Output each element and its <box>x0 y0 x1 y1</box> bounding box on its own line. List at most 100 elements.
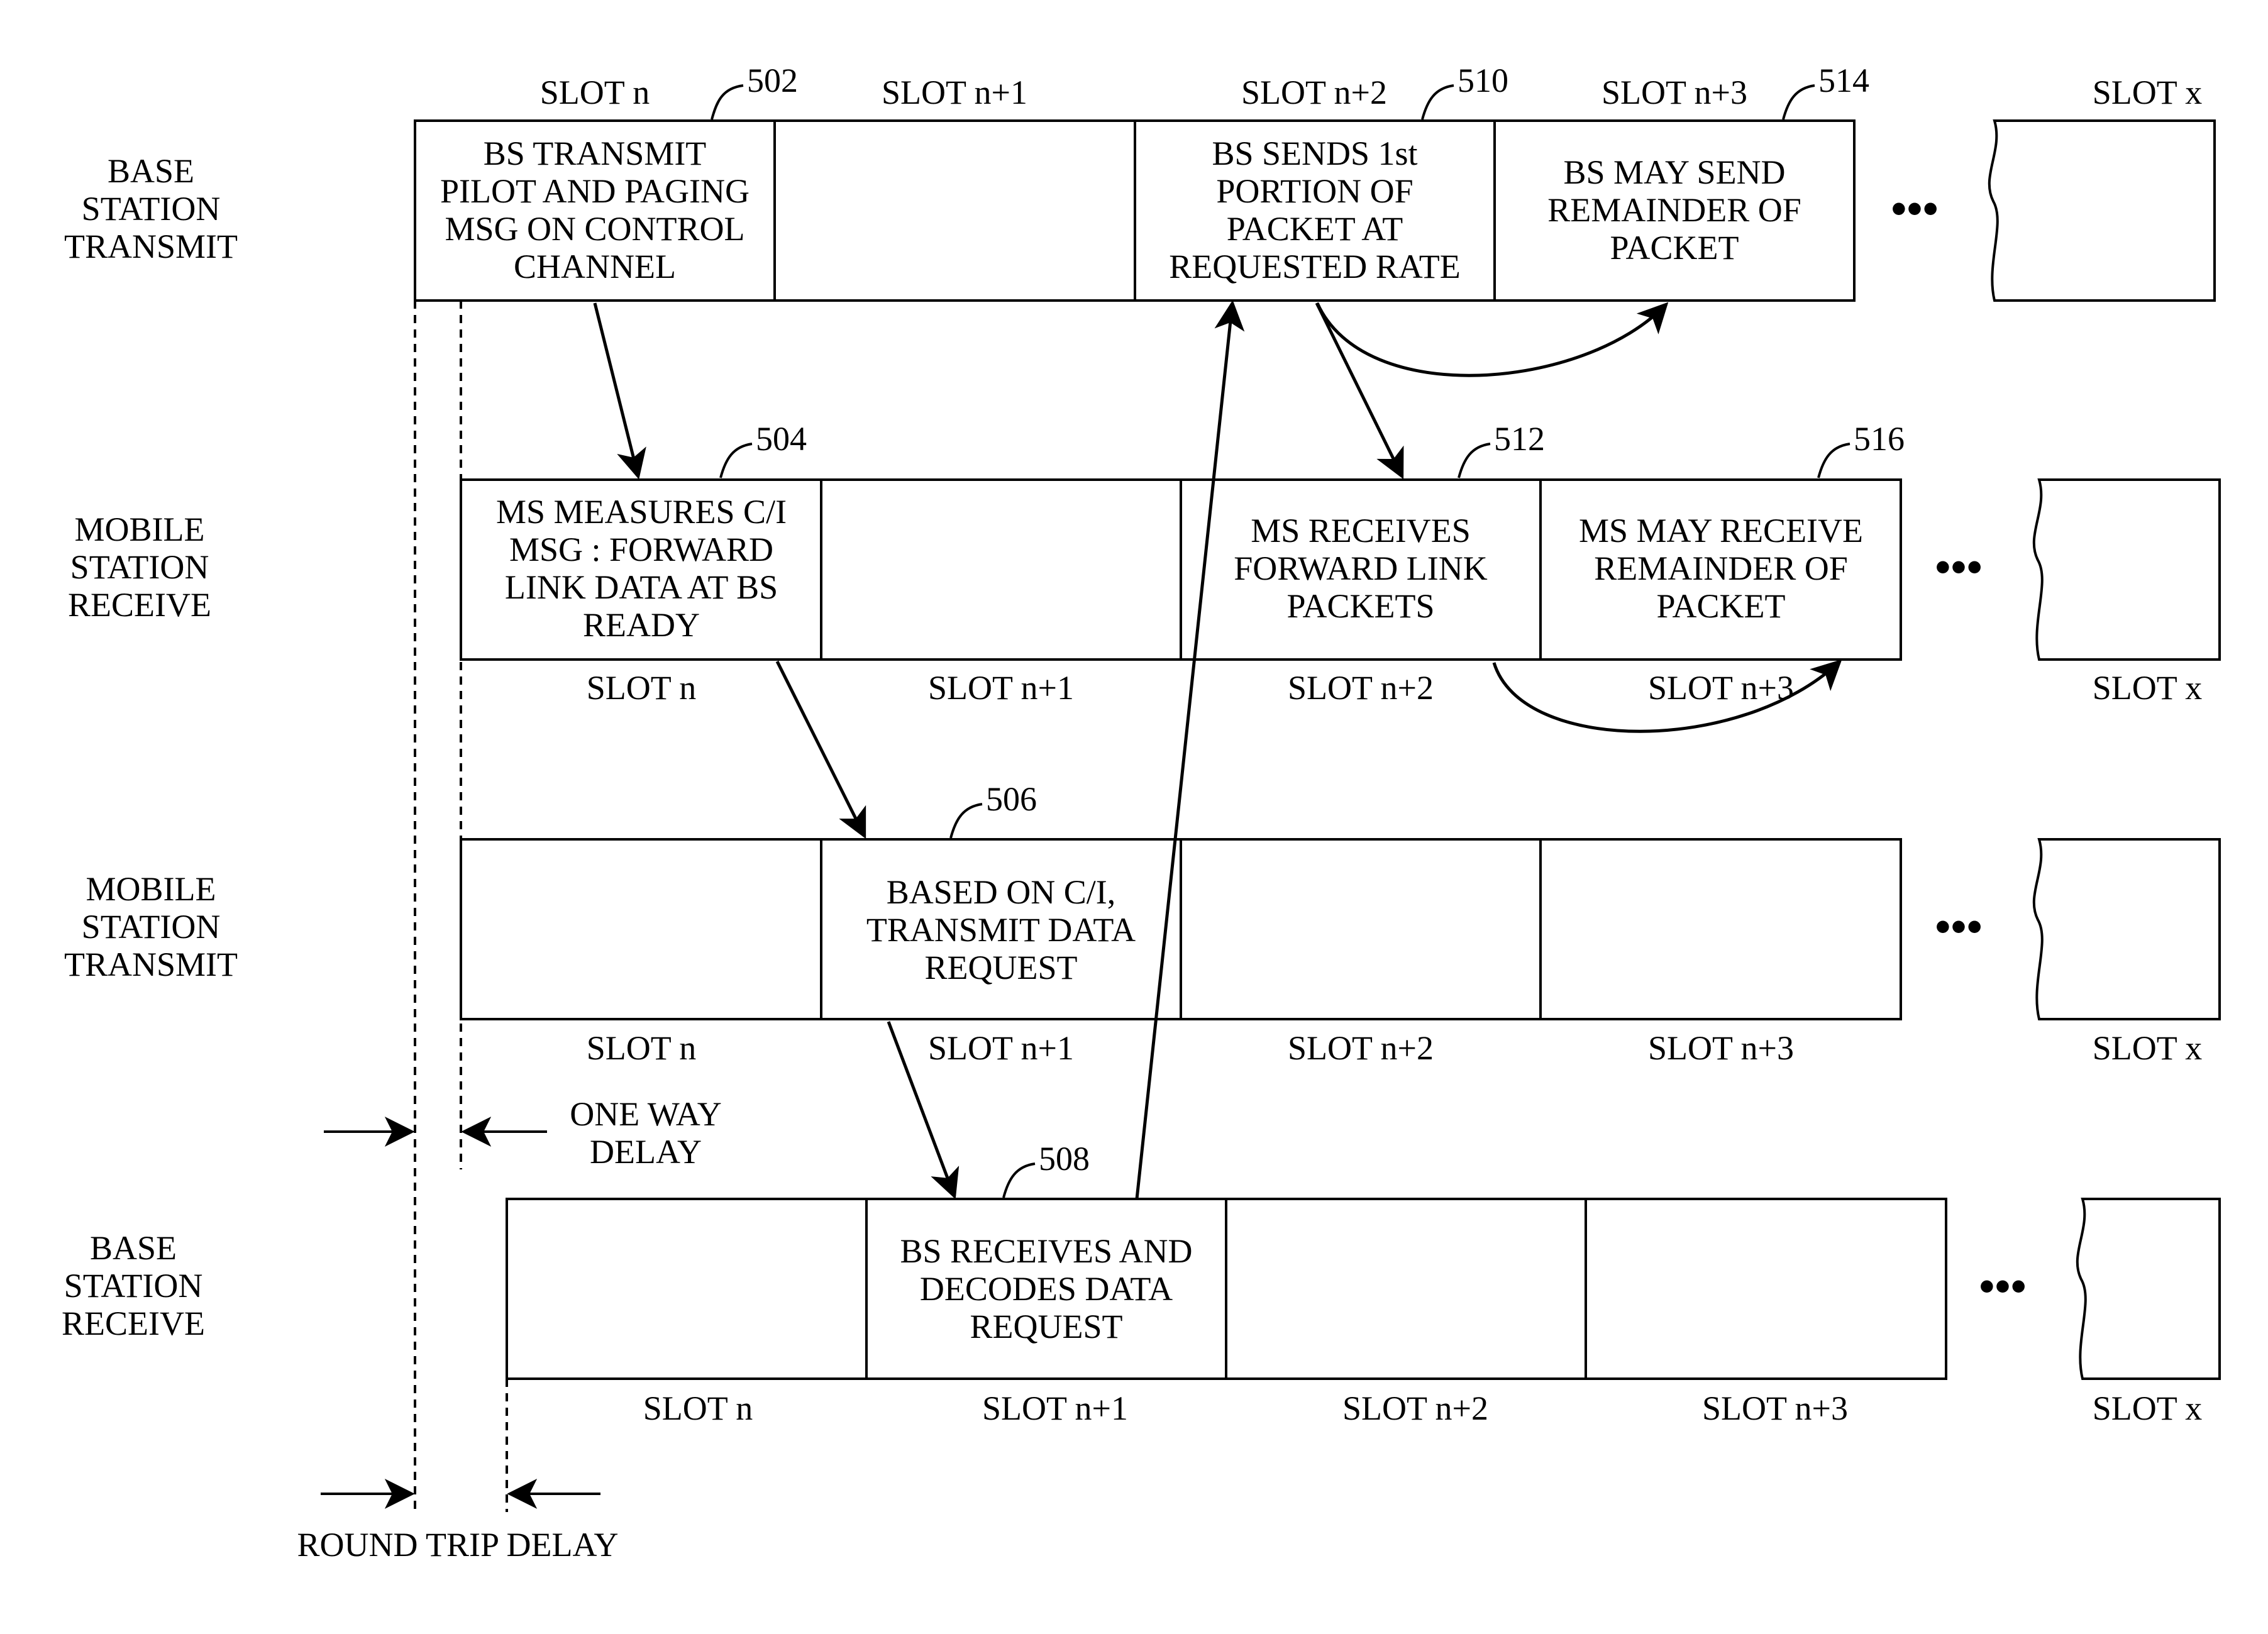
box-text-508: BS RECEIVES AND DECODES DATA REQUEST <box>900 1232 1192 1345</box>
slot-box <box>1541 839 1901 1019</box>
row-label-ms-receive: MOBILE STATION RECEIVE <box>68 511 211 624</box>
leader-510 <box>1422 86 1454 119</box>
svg-text:SLOT n: SLOT n <box>587 669 697 707</box>
box-text-504: MS MEASURES C/I MSG : FORWARD LINK DATA … <box>496 493 787 644</box>
ellipsis: ••• <box>1891 184 1939 234</box>
svg-text:PACKET: PACKET <box>1610 229 1739 267</box>
svg-text:MSG ON CONTROL: MSG ON CONTROL <box>445 210 744 248</box>
svg-text:SLOT x: SLOT x <box>2093 669 2203 707</box>
svg-text:SLOT n+2: SLOT n+2 <box>1342 1389 1488 1427</box>
svg-text:PILOT AND PAGING: PILOT AND PAGING <box>440 172 750 210</box>
svg-text:BS SENDS 1st: BS SENDS 1st <box>1212 135 1417 172</box>
svg-text:SLOT n+3: SLOT n+3 <box>1648 1029 1794 1067</box>
box-text-514: BS MAY SEND REMAINDER OF PACKET <box>1547 153 1801 267</box>
svg-text:REMAINDER OF: REMAINDER OF <box>1594 549 1848 587</box>
ellipsis: ••• <box>1935 902 1983 952</box>
svg-text:SLOT x: SLOT x <box>2093 74 2203 111</box>
svg-text:BASE: BASE <box>90 1229 177 1267</box>
box-text-510: BS SENDS 1st PORTION OF PACKET AT REQUES… <box>1169 135 1460 285</box>
svg-text:PORTION OF: PORTION OF <box>1216 172 1413 210</box>
timeline-bs-receive <box>507 1199 2220 1379</box>
svg-text:REMAINDER OF: REMAINDER OF <box>1547 191 1801 229</box>
ref-508: 508 <box>1039 1140 1090 1178</box>
svg-text:STATION: STATION <box>82 908 221 946</box>
svg-text:STATION: STATION <box>82 190 221 228</box>
svg-text:TRANSMIT DATA: TRANSMIT DATA <box>866 911 1136 949</box>
svg-text:BS MAY SEND: BS MAY SEND <box>1563 153 1785 191</box>
svg-text:REQUESTED RATE: REQUESTED RATE <box>1169 248 1460 285</box>
ref-506: 506 <box>986 780 1037 818</box>
slot-labels-bs-receive: SLOT n SLOT n+1 SLOT n+2 SLOT n+3 SLOT x <box>643 1389 2203 1427</box>
svg-text:ONE WAY: ONE WAY <box>570 1095 722 1133</box>
svg-text:SLOT n: SLOT n <box>587 1029 697 1067</box>
row-label-ms-transmit: MOBILE STATION TRANSMIT <box>64 870 238 983</box>
svg-text:LINK DATA AT BS: LINK DATA AT BS <box>505 568 778 606</box>
svg-text:SLOT x: SLOT x <box>2093 1389 2203 1427</box>
svg-text:SLOT n+3: SLOT n+3 <box>1648 669 1794 707</box>
svg-text:BASED ON C/I,: BASED ON C/I, <box>887 873 1116 911</box>
slot-x-box <box>2034 480 2220 660</box>
svg-text:RECEIVE: RECEIVE <box>62 1305 205 1342</box>
svg-text:SLOT n+1: SLOT n+1 <box>882 74 1027 111</box>
svg-text:MS RECEIVES: MS RECEIVES <box>1251 512 1471 549</box>
slot-box <box>821 480 1181 660</box>
svg-text:CHANNEL: CHANNEL <box>514 248 676 285</box>
round-trip-delay-label: ROUND TRIP DELAY <box>297 1526 618 1564</box>
box-text-512: MS RECEIVES FORWARD LINK PACKETS <box>1234 512 1488 625</box>
leader-514 <box>1783 86 1815 119</box>
slot-x-box <box>2077 1199 2220 1379</box>
svg-text:SLOT n+3: SLOT n+3 <box>1601 74 1747 111</box>
svg-text:SLOT n+3: SLOT n+3 <box>1702 1389 1848 1427</box>
svg-text:FORWARD LINK: FORWARD LINK <box>1234 549 1488 587</box>
ref-502: 502 <box>747 62 798 99</box>
svg-text:SLOT n+2: SLOT n+2 <box>1241 74 1387 111</box>
svg-text:MOBILE: MOBILE <box>86 870 216 908</box>
row-label-bs-receive: BASE STATION RECEIVE <box>62 1229 205 1342</box>
svg-text:SLOT n+2: SLOT n+2 <box>1288 1029 1434 1067</box>
leader-516 <box>1818 444 1850 478</box>
svg-text:MOBILE: MOBILE <box>75 511 205 548</box>
svg-text:PACKET AT: PACKET AT <box>1227 210 1403 248</box>
arrow-510-to-512 <box>1317 303 1402 477</box>
ref-516: 516 <box>1854 420 1905 458</box>
svg-text:SLOT n: SLOT n <box>643 1389 753 1427</box>
svg-text:DECODES DATA: DECODES DATA <box>920 1270 1173 1308</box>
slot-box <box>507 1199 866 1379</box>
delay-arrows <box>321 1132 600 1494</box>
arrow-504-to-506 <box>777 661 865 836</box>
box-text-516: MS MAY RECEIVE REMAINDER OF PACKET <box>1579 512 1863 625</box>
svg-text:REQUEST: REQUEST <box>970 1308 1123 1345</box>
leader-504 <box>721 444 752 478</box>
slot-x-box <box>1989 121 2215 301</box>
slot-box <box>1586 1199 1946 1379</box>
ellipsis: ••• <box>1979 1261 2027 1311</box>
slot-box <box>1226 1199 1586 1379</box>
svg-text:BASE: BASE <box>108 152 194 190</box>
svg-text:MSG : FORWARD: MSG : FORWARD <box>509 531 773 568</box>
svg-text:PACKET: PACKET <box>1656 587 1785 625</box>
svg-text:RECEIVE: RECEIVE <box>68 586 211 624</box>
leader-512 <box>1459 444 1490 478</box>
svg-text:BS TRANSMIT: BS TRANSMIT <box>484 135 707 172</box>
svg-text:SLOT n+1: SLOT n+1 <box>982 1389 1128 1427</box>
svg-text:SLOT n+1: SLOT n+1 <box>928 1029 1074 1067</box>
leader-508 <box>1004 1164 1035 1198</box>
arrow-510-to-514 <box>1317 303 1666 375</box>
slot-box <box>1181 839 1541 1019</box>
box-text-506: BASED ON C/I, TRANSMIT DATA REQUEST <box>866 873 1136 986</box>
svg-text:PACKETS: PACKETS <box>1286 587 1434 625</box>
svg-text:DELAY: DELAY <box>590 1133 702 1171</box>
slot-labels-ms-receive: SLOT n SLOT n+1 SLOT n+2 SLOT n+3 SLOT x <box>587 669 2203 707</box>
ellipsis: ••• <box>1935 542 1983 592</box>
svg-text:REQUEST: REQUEST <box>925 949 1078 986</box>
svg-text:MS MEASURES C/I: MS MEASURES C/I <box>496 493 787 531</box>
svg-text:TRANSMIT: TRANSMIT <box>64 946 238 983</box>
svg-text:READY: READY <box>583 606 700 644</box>
svg-text:SLOT n: SLOT n <box>540 74 650 111</box>
ref-514: 514 <box>1818 62 1869 99</box>
svg-text:SLOT n+2: SLOT n+2 <box>1288 669 1434 707</box>
arrow-508-to-510 <box>1137 303 1232 1199</box>
ref-510: 510 <box>1458 62 1508 99</box>
slot-x-box <box>2034 839 2220 1019</box>
